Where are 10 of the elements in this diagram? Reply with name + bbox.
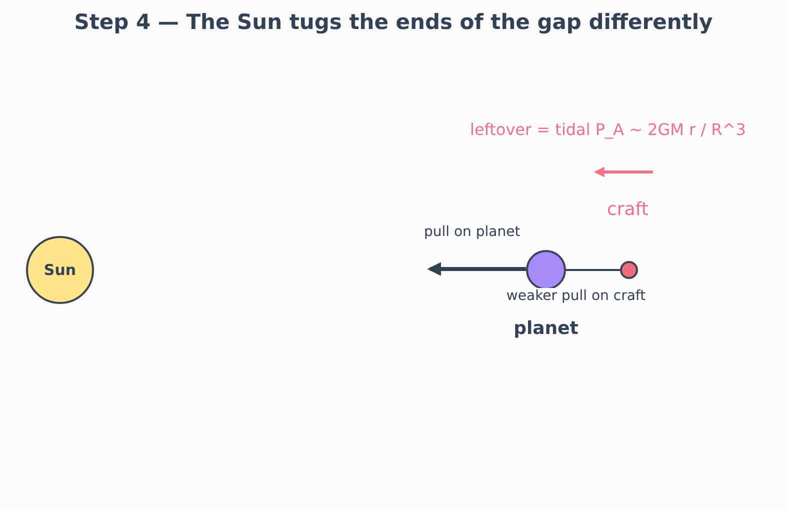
formula-text: leftover = tidal P_A ~ 2GM r / R^3 — [470, 120, 746, 139]
title: Step 4 — The Sun tugs the ends of the gap differently — [73, 10, 714, 34]
annotation-text: pull on planet — [424, 224, 520, 240]
node-label: Sun — [44, 261, 76, 279]
body-circle — [526, 250, 566, 290]
connector-line — [566, 269, 620, 271]
node-caption: planet — [514, 318, 578, 339]
annotation-text: craft — [607, 199, 648, 220]
edge-label: weaker pull on craft — [506, 288, 646, 304]
body-circle — [620, 261, 638, 279]
